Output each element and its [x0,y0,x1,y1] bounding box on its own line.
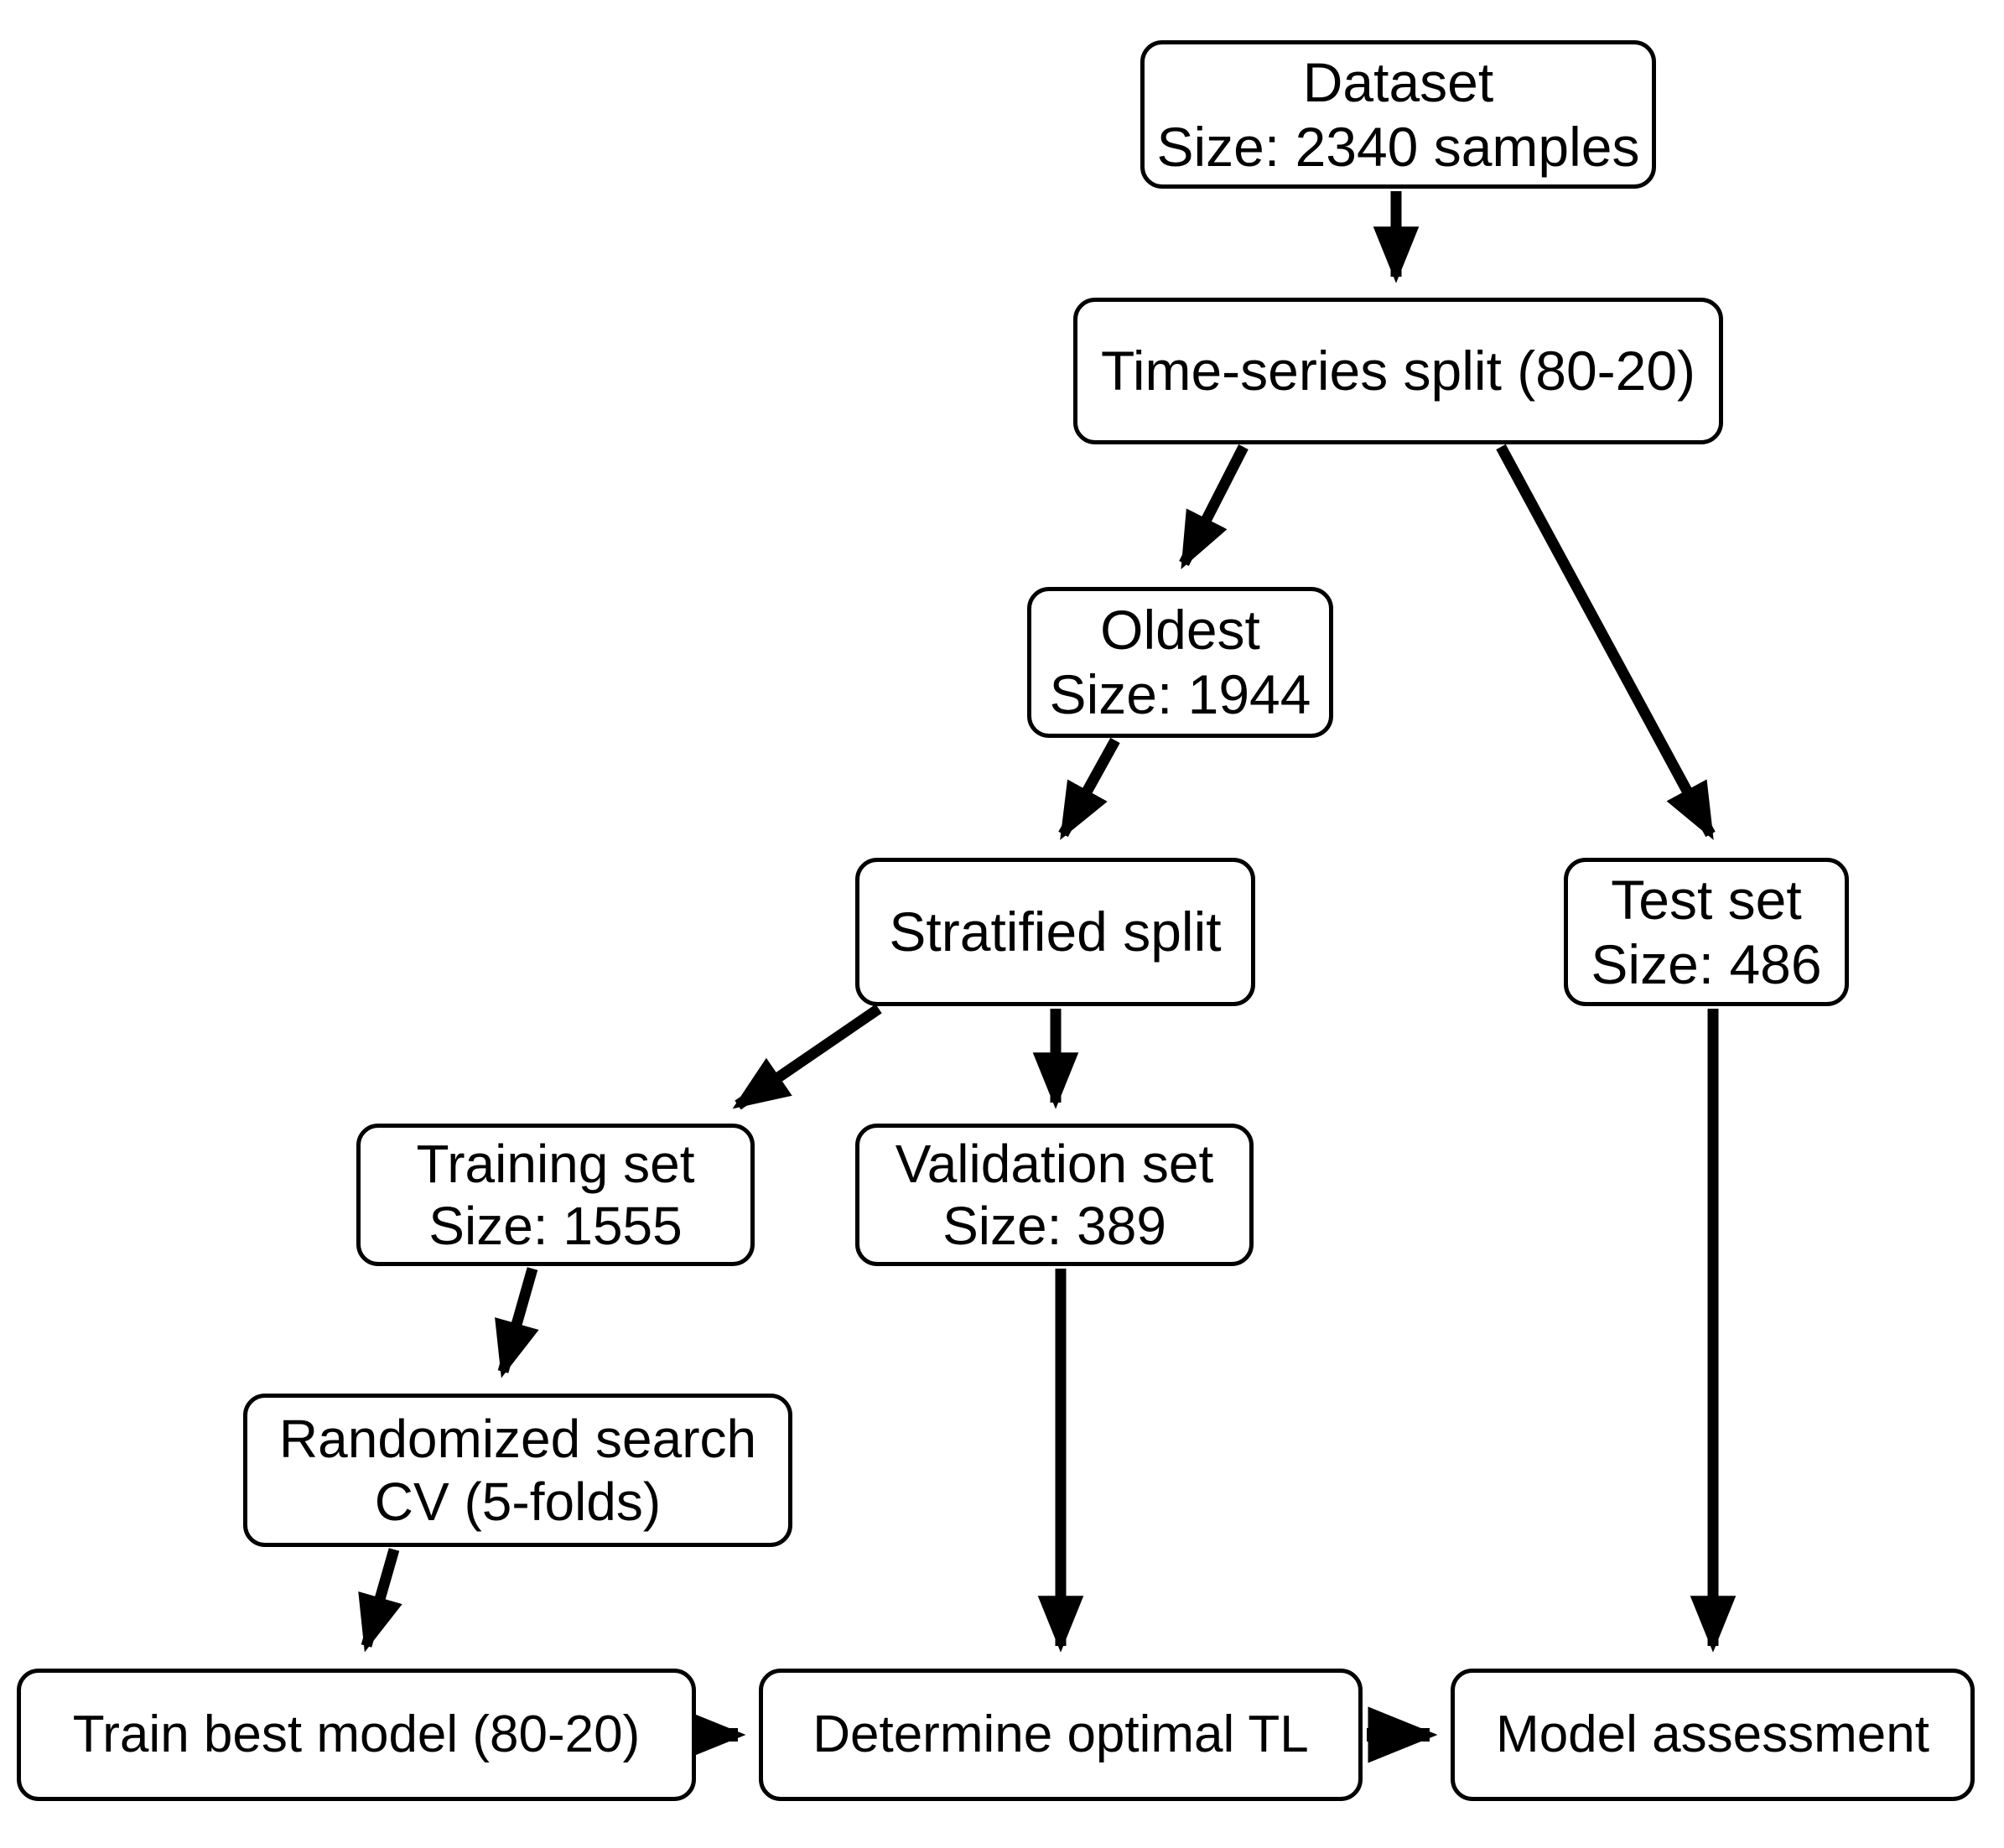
edge-oldest-to-stratified-split [1058,737,1120,840]
dataset-node-line-1: Dataset [1302,50,1494,113]
dataset-node-line-2: Size: 2340 samples [1156,115,1640,178]
training-set-node-line-2: Size: 1555 [428,1196,683,1256]
randomized-search-cv-node-line-2: CV (5-folds) [374,1471,662,1532]
dataset-node[interactable]: Dataset Size: 2340 samples [1140,40,1656,189]
test-set-node[interactable]: Test set Size: 486 [1564,858,1849,1006]
randomized-search-cv-node-line-1: Randomized search [278,1409,757,1470]
time-series-split-node-line-1: Time-series split (80-20) [1100,340,1696,402]
training-set-node[interactable]: Training set Size: 1555 [356,1124,755,1266]
test-set-node-line-2: Size: 486 [1591,932,1822,995]
model-assessment-node-line-1: Model assessment [1496,1705,1929,1764]
train-best-model-node-line-1: Train best model (80-20) [72,1705,641,1764]
edge-training-set-to-randomized-search [495,1267,539,1378]
edge-stratified-split-to-training-set [732,1004,882,1110]
test-set-node-line-1: Test set [1611,868,1802,931]
oldest-node-line-1: Oldest [1100,599,1260,662]
validation-set-node-line-2: Size: 389 [942,1196,1166,1256]
validation-set-node[interactable]: Validation set Size: 389 [855,1124,1254,1266]
edge-time-series-split-to-oldest [1179,444,1249,569]
time-series-split-node[interactable]: Time-series split (80-20) [1073,298,1723,444]
randomized-search-cv-node[interactable]: Randomized search CV (5-folds) [243,1394,792,1547]
oldest-node-line-2: Size: 1944 [1049,663,1311,725]
edge-time-series-split-to-test-set [1496,444,1716,840]
stratified-split-node-line-1: Stratified split [889,901,1222,963]
model-assessment-node[interactable]: Model assessment [1451,1669,1975,1801]
train-best-model-node[interactable]: Train best model (80-20) [17,1669,696,1801]
determine-optimal-tl-node-line-1: Determine optimal TL [813,1705,1309,1764]
oldest-node[interactable]: Oldest Size: 1944 [1027,587,1333,738]
edge-randomized-search-to-train-best-model [358,1548,402,1653]
training-set-node-line-1: Training set [416,1133,695,1194]
stratified-split-node[interactable]: Stratified split [855,858,1255,1006]
validation-set-node-line-1: Validation set [895,1133,1214,1194]
determine-optimal-tl-node[interactable]: Determine optimal TL [759,1669,1363,1801]
